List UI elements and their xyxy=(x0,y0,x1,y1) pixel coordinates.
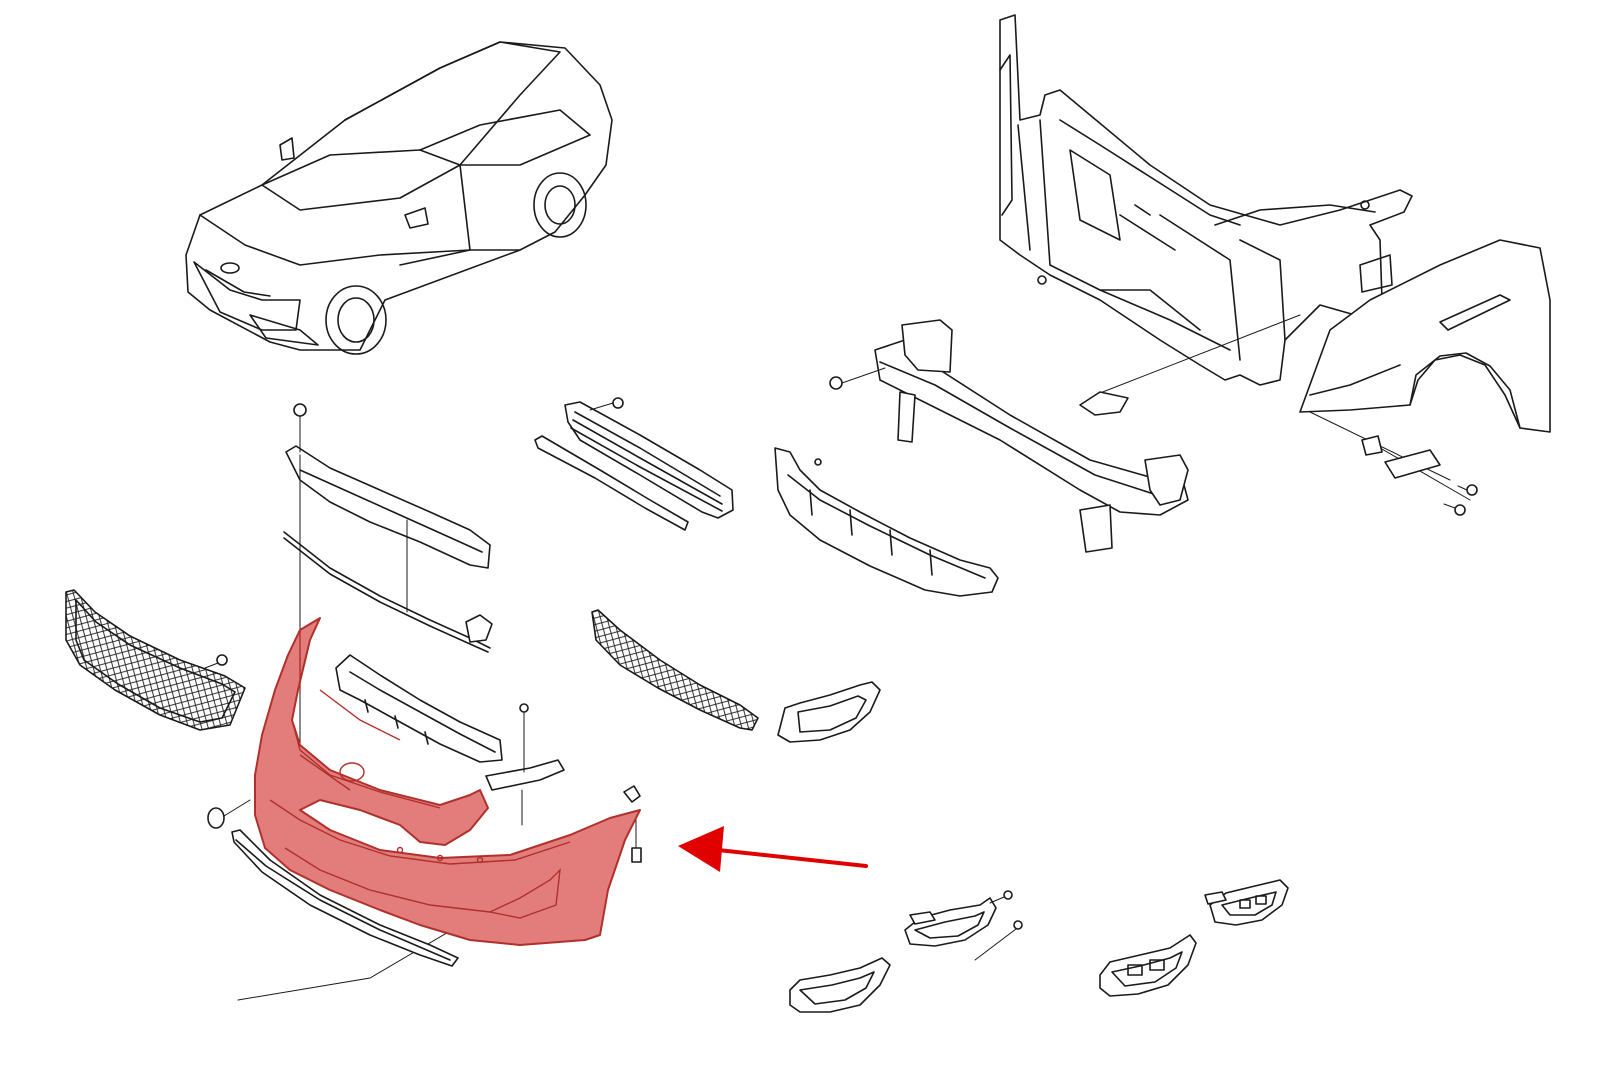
upper-grille xyxy=(564,397,734,519)
radiator-grille xyxy=(65,589,246,731)
fender-bracket xyxy=(1079,391,1441,479)
fog-lamp-bezel-right xyxy=(1099,934,1197,997)
red-pointer-arrow xyxy=(678,826,868,872)
bumper-side-bracket xyxy=(485,703,565,791)
bumper-mounting-clip xyxy=(207,614,641,829)
front-bumper-cover xyxy=(254,617,641,946)
fog-lamp-assembly-right xyxy=(1204,879,1289,926)
fastener-bolt xyxy=(631,484,1478,863)
fog-lamp-housing xyxy=(904,890,1023,961)
fog-lamp-bezel-left xyxy=(789,957,891,1013)
lower-grille xyxy=(591,609,759,731)
radiator-support-frame xyxy=(999,14,1413,386)
vehicle-overview xyxy=(185,41,613,355)
bumper-reinforcement-beam xyxy=(829,319,1189,553)
fog-lamp-cover xyxy=(777,681,881,743)
lower-lip-molding xyxy=(231,829,459,967)
bumper-mounting-bracket xyxy=(285,403,491,569)
grille-trim-strip xyxy=(534,435,689,531)
bumper-mounting-rail xyxy=(335,654,503,763)
front-fender xyxy=(1299,239,1551,433)
energy-absorber xyxy=(774,447,999,597)
